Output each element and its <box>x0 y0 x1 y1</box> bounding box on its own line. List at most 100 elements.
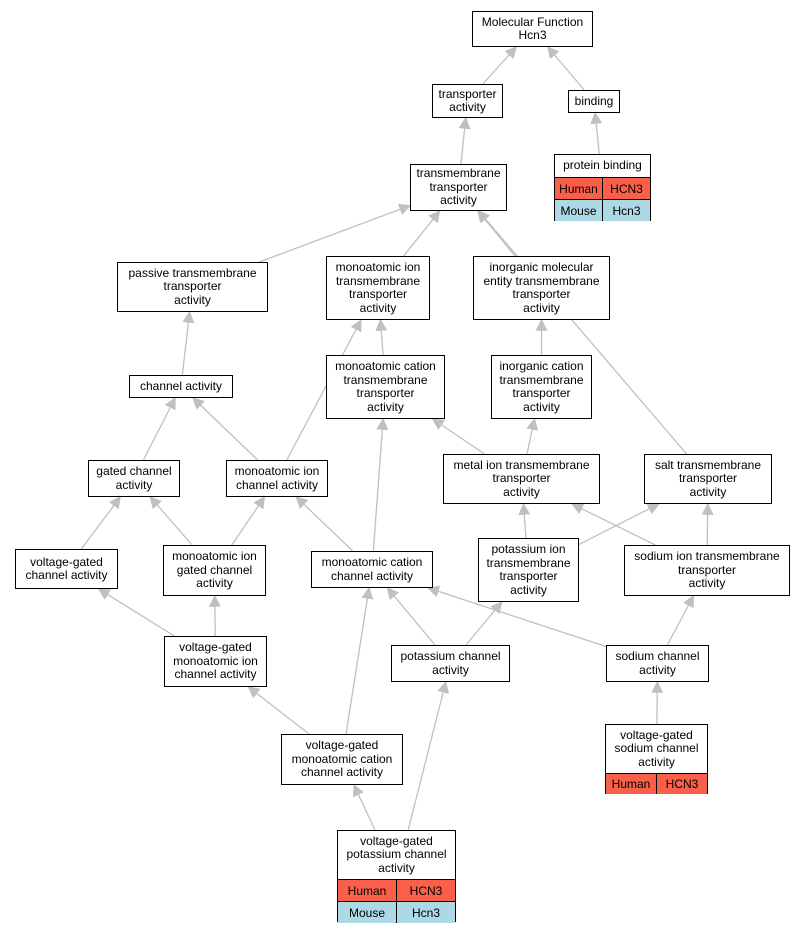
species-cell: Mouse <box>555 200 603 221</box>
edge-transporter-to-root <box>482 46 518 85</box>
edge-channel-to-passive <box>181 310 195 376</box>
node-label: monoatomic ion channel activity <box>234 464 320 492</box>
node-label: gated channel activity <box>96 464 172 492</box>
edge-sodium_tm-to-metal_ion <box>571 503 656 546</box>
species-cell: Human <box>338 880 397 901</box>
edge-vg_potassium-to-potassium_channel <box>407 680 449 831</box>
node-label: sodium channel activity <box>615 649 700 677</box>
node-label: transmembrane transporter activity <box>416 166 501 208</box>
node-label: potassium channel activity <box>400 649 501 677</box>
edge-inorg_mol-to-tm_transporter <box>477 210 516 257</box>
edge-vg_channel-to-gated <box>80 496 121 550</box>
gene-cell: HCN3 <box>610 181 643 196</box>
node-monoatomic-ion-channel-activity[interactable]: monoatomic ion channel activity <box>226 460 328 497</box>
annotation-row-mouse: Mouse Hcn3 <box>338 902 455 923</box>
node-metal-ion-transmembrane-transporter-activity[interactable]: metal ion transmembrane transporter acti… <box>443 454 600 504</box>
species-cell: Mouse <box>338 902 397 923</box>
edge-gated-to-channel <box>142 396 176 461</box>
gene-cell: HCN3 <box>409 883 443 898</box>
node-label: passive transmembrane transporter activi… <box>128 265 257 307</box>
edge-passive-to-tm_transporter <box>259 203 412 263</box>
annotation-row-human: Human HCN3 <box>606 774 707 794</box>
node-inorganic-molecular-entity-transmembrane-transporter-activity[interactable]: inorganic molecular entity transmembrane… <box>473 256 610 320</box>
node-voltage-gated-monoatomic-ion-channel-activity[interactable]: voltage-gated monoatomic ion channel act… <box>164 636 267 687</box>
node-transmembrane-transporter-activity[interactable]: transmembrane transporter activity <box>410 164 507 211</box>
edge-salt-to-tm_transporter <box>477 210 688 455</box>
node-voltage-gated-channel-activity[interactable]: voltage-gated channel activity <box>15 549 118 589</box>
species-cell: Human <box>555 178 603 199</box>
node-label: inorganic cation transmembrane transport… <box>499 359 584 414</box>
node-inorganic-cation-transmembrane-transporter-activity[interactable]: inorganic cation transmembrane transport… <box>491 355 592 419</box>
edge-binding-to-root <box>546 46 585 91</box>
table-voltage-gated-potassium-channel-activity[interactable]: voltage-gated potassium channel activity… <box>337 830 456 923</box>
node-label: voltage-gated monoatomic cation channel … <box>291 738 393 780</box>
edge-vg_mono_cation-to-mono_cation_channel <box>345 586 374 735</box>
edge-mono_ion_tm-to-tm_transporter <box>403 210 441 257</box>
edge-metal_ion-to-inorg_cation <box>526 417 539 455</box>
annotation-row-mouse: Mouse Hcn3 <box>555 200 650 221</box>
node-label: transporter activity <box>438 86 497 114</box>
node-potassium-channel-activity[interactable]: potassium channel activity <box>391 645 510 682</box>
node-monoatomic-cation-channel-activity[interactable]: monoatomic cation channel activity <box>311 551 433 588</box>
node-voltage-gated-monoatomic-cation-channel-activity[interactable]: voltage-gated monoatomic cation channel … <box>281 734 403 785</box>
node-label: monoatomic ion gated channel activity <box>172 549 257 591</box>
edge-vg_potassium-to-vg_mono_cation <box>353 783 376 831</box>
gene-cell: Hcn3 <box>612 203 641 218</box>
table-title: voltage-gated potassium channel activity <box>338 831 455 880</box>
edge-mono_ion_channel-to-channel <box>192 397 259 461</box>
node-label: sodium ion transmembrane transporter act… <box>634 549 780 591</box>
edge-protein_binding-to-binding <box>590 111 603 155</box>
annotation-row-human: Human HCN3 <box>555 178 650 200</box>
edge-potassium_tm-to-salt <box>578 503 660 545</box>
node-label: salt transmembrane transporter activity <box>654 457 762 499</box>
edge-mono_cation_channel-to-mono_ion_channel <box>295 496 354 552</box>
node-channel-activity[interactable]: channel activity <box>129 375 233 398</box>
edge-mono_cation_channel-to-mono_cation_tm <box>372 417 389 552</box>
table-title: protein binding <box>555 155 650 178</box>
gene-cell: HCN3 <box>665 777 699 791</box>
node-label: metal ion transmembrane transporter acti… <box>453 457 590 499</box>
edge-mono_cation_tm-to-mono_ion_tm <box>375 318 388 356</box>
node-monoatomic-cation-transmembrane-transporter-activity[interactable]: monoatomic cation transmembrane transpor… <box>326 355 445 419</box>
annotation-row-human: Human HCN3 <box>338 880 455 902</box>
node-label: monoatomic ion transmembrane transporter… <box>335 260 421 315</box>
edge-sodium_channel-to-mono_cation_channel <box>427 585 607 648</box>
table-protein-binding[interactable]: protein binding Human HCN3 Mouse Hcn3 <box>554 154 651 221</box>
edge-potassium_channel-to-potassium_tm <box>465 601 503 646</box>
node-potassium-ion-transmembrane-transporter-activity[interactable]: potassium ion transmembrane transporter … <box>478 538 579 602</box>
node-label: monoatomic cation channel activity <box>321 555 423 583</box>
node-gated-channel-activity[interactable]: gated channel activity <box>88 460 180 497</box>
node-label: potassium ion transmembrane transporter … <box>486 542 571 597</box>
node-salt-transmembrane-transporter-activity[interactable]: salt transmembrane transporter activity <box>644 454 772 504</box>
node-molecular-function[interactable]: Molecular Function Hcn3 <box>472 11 593 47</box>
edge-mono_ion_gated-to-gated <box>149 496 193 546</box>
node-passive-transmembrane-transporter-activity[interactable]: passive transmembrane transporter activi… <box>117 262 268 312</box>
node-monoatomic-ion-gated-channel-activity[interactable]: monoatomic ion gated channel activity <box>163 545 266 596</box>
edge-vg_mono_ion-to-vg_channel <box>97 588 175 637</box>
node-sodium-ion-transmembrane-transporter-activity[interactable]: sodium ion transmembrane transporter act… <box>624 545 790 596</box>
node-label: voltage-gated monoatomic ion channel act… <box>173 640 258 682</box>
node-label: voltage-gated channel activity <box>25 554 108 582</box>
node-label: monoatomic cation transmembrane transpor… <box>335 359 436 414</box>
edge-mono_ion_channel-to-mono_ion_tm <box>286 318 362 461</box>
table-title: voltage-gated sodium channel activity <box>606 725 707 774</box>
node-transporter-activity[interactable]: transporter activity <box>432 84 503 118</box>
edge-metal_ion-to-mono_cation_tm <box>431 418 485 455</box>
edge-tm_transporter-to-transporter <box>458 116 471 165</box>
gene-cell: Hcn3 <box>411 905 440 920</box>
node-monoatomic-ion-transmembrane-transporter-activity[interactable]: monoatomic ion transmembrane transporter… <box>326 256 430 320</box>
node-label: inorganic molecular entity transmembrane… <box>483 260 600 315</box>
table-voltage-gated-sodium-channel-activity[interactable]: voltage-gated sodium channel activity Hu… <box>605 724 708 794</box>
node-binding[interactable]: binding <box>568 90 620 113</box>
edge-layer <box>80 46 714 831</box>
edge-sodium_channel-to-sodium_tm <box>666 594 695 646</box>
edge-potassium_tm-to-metal_ion <box>518 502 531 539</box>
node-label: channel activity <box>139 378 223 393</box>
species-cell: Human <box>606 774 657 794</box>
node-label: Molecular Function Hcn3 <box>481 14 584 42</box>
node-label: binding <box>574 93 614 108</box>
edge-vg_mono_cation-to-vg_mono_ion <box>247 686 310 735</box>
node-sodium-channel-activity[interactable]: sodium channel activity <box>606 645 709 682</box>
edge-potassium_channel-to-mono_cation_channel <box>386 587 436 646</box>
